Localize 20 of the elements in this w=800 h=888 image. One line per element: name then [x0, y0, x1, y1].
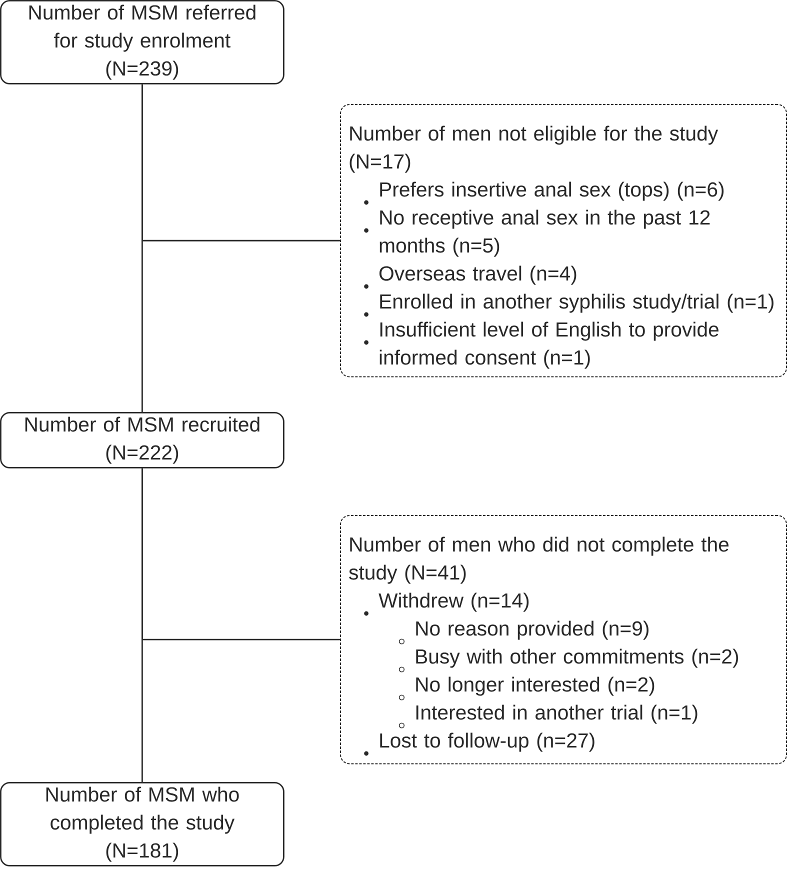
- list-item: Interested in another trial (n=1): [398, 704, 698, 728]
- process-box: Number of MSM recruited (N=222): [0, 412, 284, 468]
- list-item: Withdrew (n=14): [364, 592, 529, 616]
- exclusion-box: [340, 515, 787, 764]
- exclusion-box: [340, 104, 787, 378]
- list-item: No longer interested (n=2): [398, 676, 654, 700]
- list-item: No receptive anal sex in the past 12 months (n=5): [364, 210, 710, 257]
- list-item: Insufficient level of English to provide informed consent (n=1): [364, 322, 718, 369]
- list-item: No reason provided (n=9): [398, 620, 648, 644]
- box-heading: Number of men who did not complete the study (N=41): [349, 536, 729, 584]
- list-item: Lost to follow-up (n=27): [364, 732, 594, 756]
- list-item: Enrolled in another syphilis study/trial (n=1): [364, 294, 774, 317]
- branch-line: [142, 468, 340, 640]
- list-item: Prefers insertive anal sex (tops) (n=6): [364, 182, 724, 205]
- branch-line: [142, 84, 340, 242]
- list-item: Busy with other commitments (n=2): [398, 648, 738, 672]
- list-item: Overseas travel (n=4): [364, 266, 576, 289]
- process-box: Number of MSM referred for study enrolment (N=239): [0, 0, 284, 84]
- process-box: Number of MSM who completed the study (N=181): [0, 782, 284, 866]
- box-heading: Number of men not eligible for the study (N=17): [350, 126, 718, 173]
